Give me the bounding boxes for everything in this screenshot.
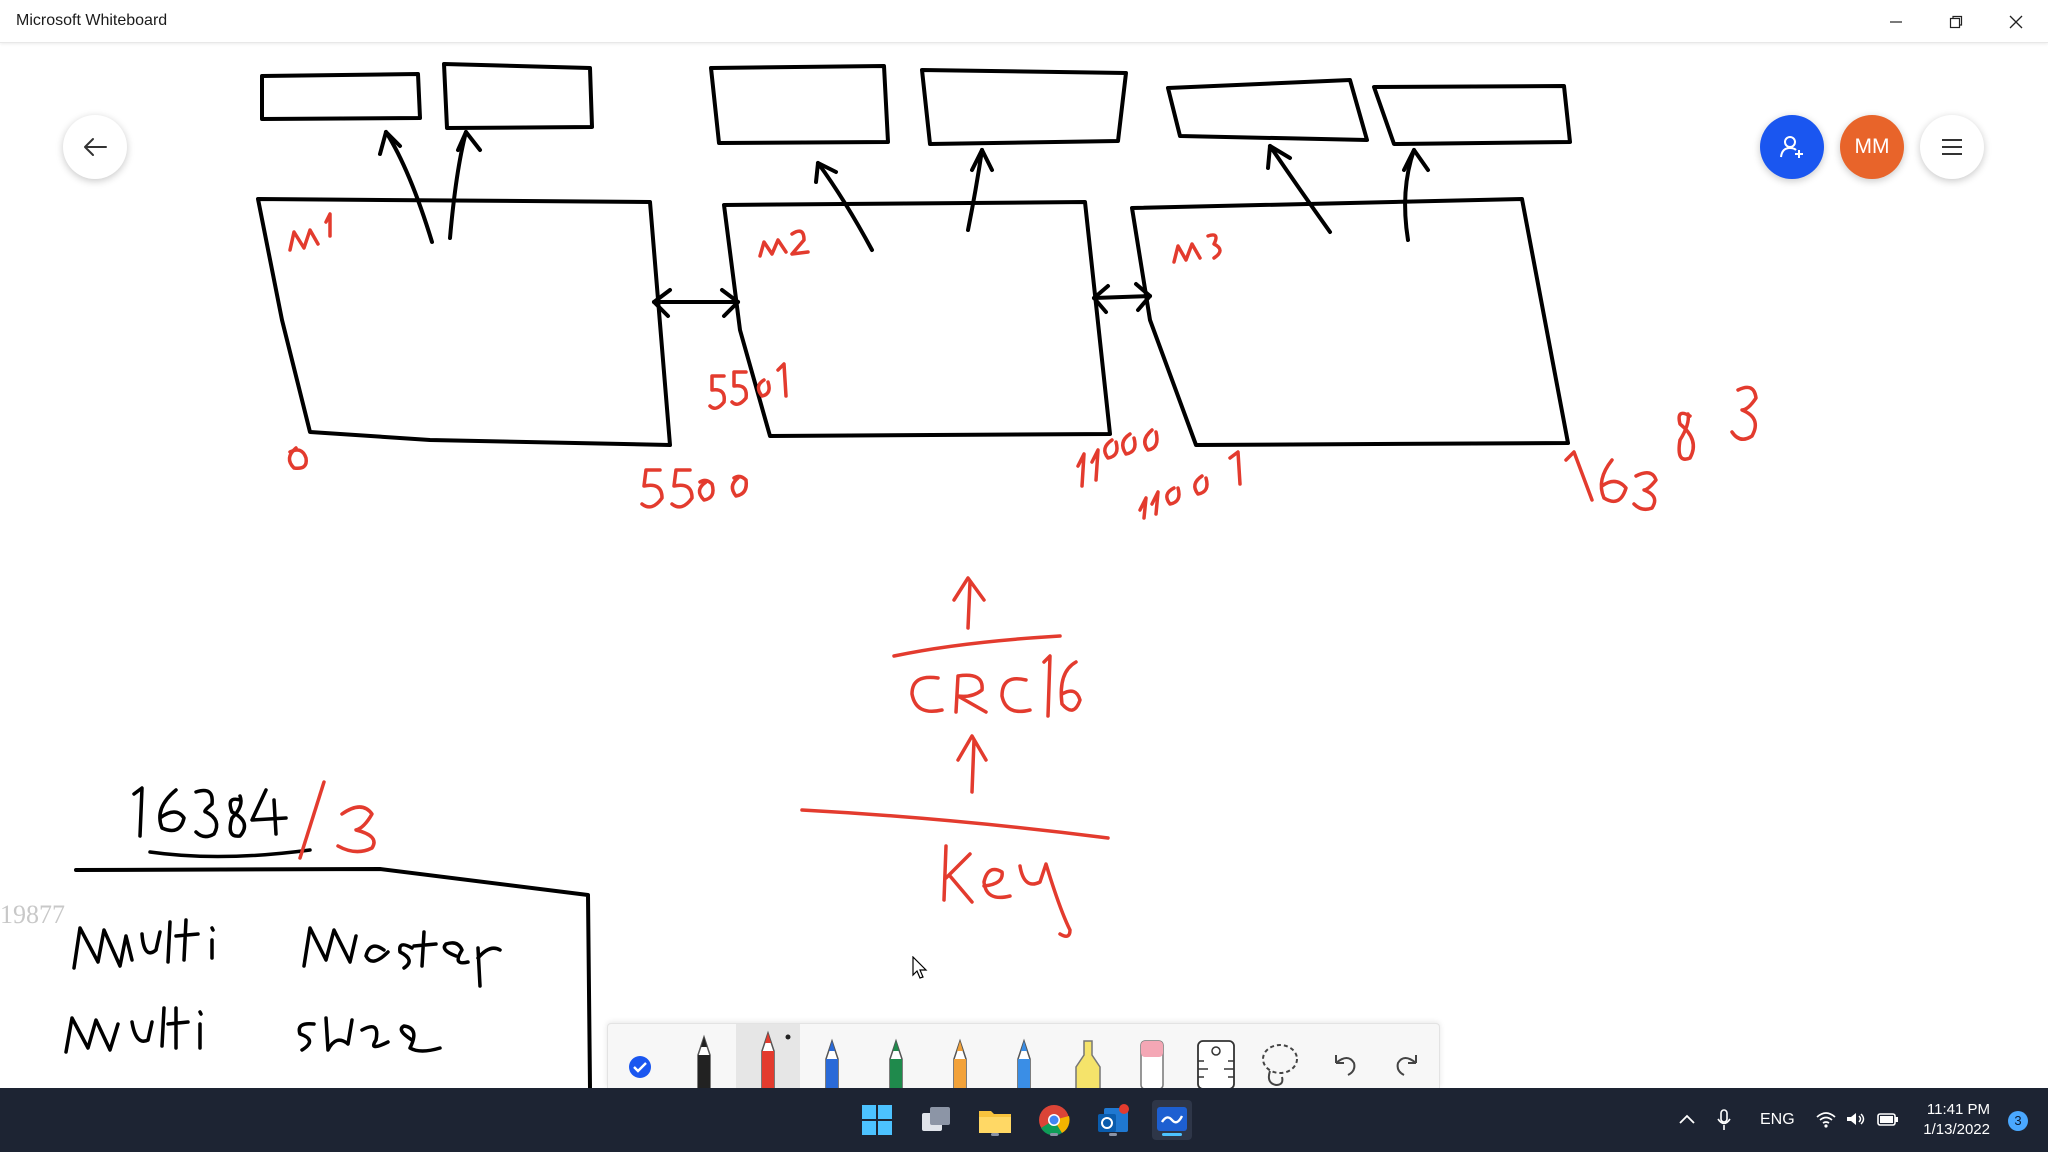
minimize-button[interactable] — [1866, 0, 1926, 43]
tool-redo[interactable] — [1376, 1024, 1440, 1089]
avatar-button[interactable]: MM — [1840, 115, 1904, 179]
tool-pen-blue[interactable] — [800, 1024, 864, 1089]
chevron-up-icon[interactable] — [1678, 1112, 1696, 1126]
add-person-icon — [1780, 136, 1803, 158]
ruler-icon — [1197, 1040, 1235, 1089]
tool-highlighter[interactable] — [1056, 1024, 1120, 1089]
back-button[interactable] — [63, 115, 127, 179]
windows-start-icon — [862, 1105, 892, 1135]
ink-link-arrows — [652, 282, 1152, 318]
tool-pen-red[interactable] — [736, 1024, 800, 1089]
chrome-icon — [1039, 1105, 1070, 1136]
outlook-button[interactable] — [1093, 1100, 1133, 1140]
outlook-icon — [1098, 1104, 1129, 1132]
ink-replica-arrows — [378, 130, 1430, 252]
window-title: Microsoft Whiteboard — [16, 12, 168, 29]
tool-select[interactable] — [608, 1024, 672, 1089]
arrow-left-icon — [84, 138, 107, 156]
tool-pen-black[interactable] — [672, 1024, 736, 1089]
app-running-indicator — [1050, 1133, 1058, 1136]
restore-icon — [1949, 15, 1963, 28]
tool-undo[interactable] — [1312, 1024, 1376, 1089]
invite-button[interactable] — [1760, 115, 1824, 179]
hamburger-icon — [1942, 139, 1962, 155]
app-active-indicator — [1162, 1133, 1182, 1136]
title-bar: Microsoft Whiteboard — [0, 0, 2048, 43]
wifi-icon[interactable] — [1815, 1110, 1837, 1128]
ink-master-boxes — [256, 197, 1570, 447]
pen-icon — [825, 1038, 839, 1089]
page-number: 19877 — [0, 900, 65, 929]
lasso-icon — [1262, 1044, 1298, 1087]
whiteboard-button[interactable] — [1152, 1100, 1192, 1140]
pen-icon — [953, 1038, 967, 1089]
clock[interactable]: 11:41 PM 1/13/2022 — [1923, 1100, 1990, 1140]
taskbar: ENG 11:41 PM 1/13/2022 3 — [0, 1088, 2048, 1152]
app-running-indicator — [1109, 1133, 1117, 1136]
task-view-icon — [922, 1107, 950, 1131]
tool-lasso[interactable] — [1248, 1024, 1312, 1089]
pen-icon — [889, 1038, 903, 1089]
ink-multi-slave-text — [64, 1006, 442, 1054]
file-explorer-icon — [979, 1111, 1011, 1133]
ink-red-annotations — [287, 212, 1758, 938]
pen-icon — [761, 1030, 791, 1089]
language-indicator[interactable]: ENG — [1760, 1111, 1795, 1128]
minimize-icon — [1890, 20, 1902, 23]
chrome-button[interactable] — [1034, 1100, 1074, 1140]
whiteboard-icon — [1157, 1107, 1187, 1131]
menu-button[interactable] — [1920, 115, 1984, 179]
ink-multi-master-text — [72, 918, 502, 988]
app-running-indicator — [991, 1133, 999, 1136]
checkmark-icon — [629, 1056, 651, 1078]
volume-icon[interactable] — [1845, 1110, 1867, 1128]
close-icon — [2009, 15, 2023, 28]
ink-layer — [64, 62, 1758, 1088]
pen-icon — [697, 1034, 711, 1089]
mouse-cursor-icon — [912, 956, 928, 979]
tool-eraser[interactable] — [1120, 1024, 1184, 1089]
restore-button[interactable] — [1926, 0, 1986, 43]
pen-icon — [1017, 1038, 1031, 1089]
whiteboard-canvas[interactable]: 19877 MM — [0, 44, 2048, 1088]
tool-pen-lightblue[interactable] — [992, 1024, 1056, 1089]
undo-icon — [1335, 1055, 1356, 1076]
tool-pen-orange[interactable] — [928, 1024, 992, 1089]
clock-time: 11:41 PM — [1926, 1101, 1990, 1118]
avatar-initials: MM — [1854, 135, 1890, 158]
notification-badge[interactable]: 3 — [2008, 1111, 2028, 1131]
windows-start-button[interactable] — [857, 1100, 897, 1140]
clock-date: 1/13/2022 — [1923, 1121, 1990, 1138]
redo-icon — [1396, 1055, 1417, 1076]
ink-16384-number — [132, 786, 312, 859]
ink-toolbar — [607, 1023, 1440, 1089]
eraser-icon — [1140, 1040, 1164, 1089]
ink-slot-boxes — [260, 62, 1572, 146]
tool-pen-green[interactable] — [864, 1024, 928, 1089]
highlighter-icon — [1075, 1040, 1101, 1089]
battery-icon[interactable] — [1876, 1110, 1900, 1128]
microphone-icon[interactable] — [1716, 1108, 1732, 1132]
close-button[interactable] — [1986, 0, 2046, 43]
ink-cluster-box — [74, 867, 592, 1088]
tool-ruler[interactable] — [1184, 1024, 1248, 1089]
task-view-button[interactable] — [916, 1100, 956, 1140]
file-explorer-button[interactable] — [975, 1100, 1015, 1140]
